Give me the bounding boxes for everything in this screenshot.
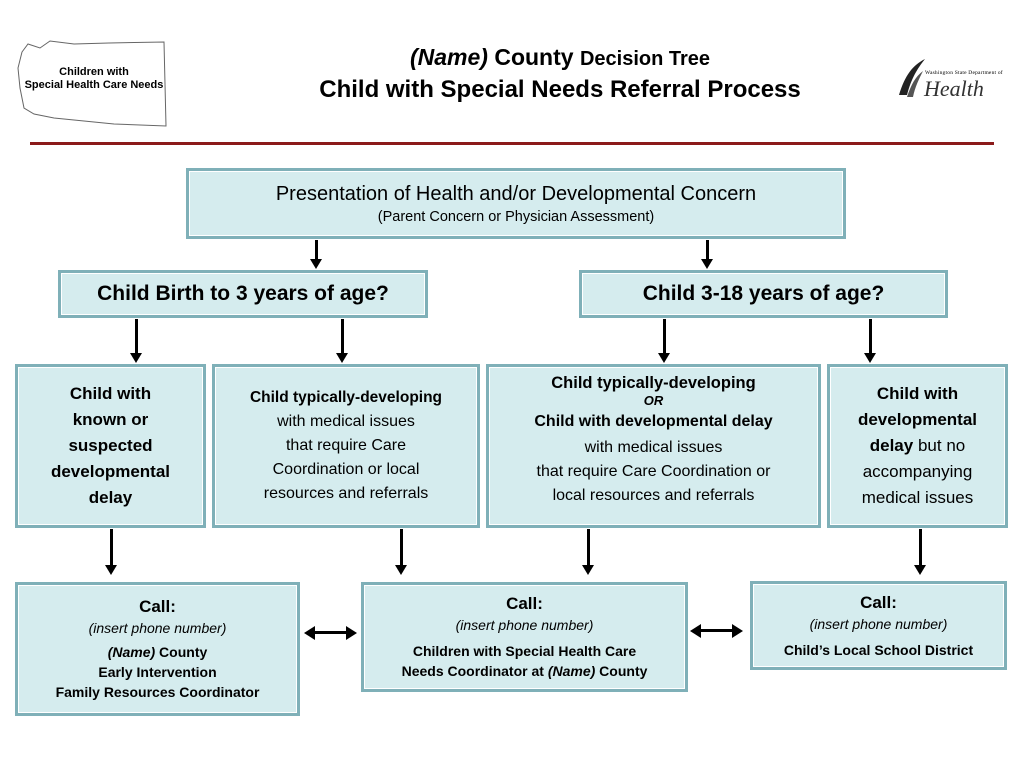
cat4-line4: accompanying: [862, 462, 973, 481]
call-middle-line1: Children with Special Health Care: [412, 643, 637, 659]
cat4-line1: Child with: [876, 384, 959, 403]
arrow-top-to-right: [701, 240, 713, 269]
cat3-line3: Child with developmental delay: [534, 413, 773, 430]
age-birth-to-3-box: Child Birth to 3 years of age?: [58, 270, 428, 318]
cat1-line5: delay: [88, 488, 133, 507]
cat2-line3: that require Care: [285, 437, 407, 454]
age-3-to-18-label: Child 3-18 years of age?: [642, 282, 885, 305]
cat2-line2: with medical issues: [277, 413, 415, 430]
health-logo-word: Health: [924, 76, 984, 101]
call-left-county: (Name) County: [107, 644, 208, 660]
cat3-line4: with medical issues: [584, 439, 723, 456]
health-logo-small-text: Washington State Department of: [925, 70, 1003, 76]
cat3-line5: that require Care Coordination or: [536, 463, 771, 480]
cat3-line1: Child typically-developing: [551, 374, 756, 392]
health-swoosh-icon: [899, 59, 925, 97]
page-title: (Name) County Decision Tree Child with S…: [230, 42, 890, 106]
arrow-top-to-left: [310, 240, 322, 269]
call-left-title: Call:: [139, 597, 176, 616]
category-typical-medical-box: Child typically-developing with medical …: [212, 364, 480, 528]
arrow-age-right-b: [864, 319, 876, 363]
arrow-age-left-b: [336, 319, 348, 363]
header-divider: [30, 142, 994, 145]
cat4-line5: medical issues: [861, 488, 974, 507]
arrow-cat3-to-call-middle: [582, 529, 594, 575]
title-line-2: Child with Special Needs Referral Proces…: [319, 76, 801, 103]
age-birth-to-3-label: Child Birth to 3 years of age?: [97, 282, 389, 305]
cat3-line6: local resources and referrals: [552, 487, 755, 504]
call-right-line1: Child’s Local School District: [783, 641, 974, 658]
title-line-1: (Name) County Decision Tree: [409, 44, 711, 70]
age-3-to-18-box: Child 3-18 years of age?: [579, 270, 948, 318]
call-middle-phone: (insert phone number): [455, 617, 594, 633]
call-right-phone: (insert phone number): [809, 615, 948, 632]
logo-text: Children with Special Health Care Needs: [24, 66, 164, 91]
call-right-title: Call:: [860, 592, 897, 612]
presentation-concern-box: Presentation of Health and/or Developmen…: [186, 168, 846, 239]
arrow-cat4-to-call-right: [914, 529, 926, 575]
department-of-health-logo: [895, 55, 985, 103]
arrow-cat1-to-call-left: [105, 529, 117, 575]
call-school-district-box: Call: (insert phone number) Child’s Loca…: [750, 581, 1007, 670]
category-delay-no-medical-box: Child with developmental delay but no ac…: [827, 364, 1008, 528]
call-left-line2: Early Intervention: [98, 664, 217, 680]
call-left-line3: Family Resources Coordinator: [55, 684, 260, 700]
call-middle-line2: Needs Coordinator at (Name) County: [401, 663, 648, 679]
category-known-delay-box: Child with known or suspected developmen…: [15, 364, 206, 528]
cat4-line2: developmental: [857, 410, 978, 429]
cat1-line4: developmental: [50, 462, 171, 481]
cat2-line4: Coordination or local: [272, 461, 420, 478]
arrow-age-right-a: [658, 319, 670, 363]
category-typical-or-delay-box: Child typically-developing OR Child with…: [486, 364, 821, 528]
bidirectional-arrow-left: [304, 625, 357, 640]
washington-state-map-logo: [17, 40, 167, 127]
cat3-line2: OR: [643, 393, 664, 408]
cat2-line1: Child typically-developing: [249, 389, 443, 406]
cat4-line3: delay but no: [869, 436, 966, 455]
call-early-intervention-box: Call: (insert phone number) (Name) Count…: [15, 582, 300, 716]
cat1-line3: suspected: [68, 436, 153, 455]
arrow-age-left-a: [130, 319, 142, 363]
cat1-line1: Child with: [69, 384, 152, 403]
concern-line-1: Presentation of Health and/or Developmen…: [275, 182, 757, 205]
bidirectional-arrow-right: [690, 623, 743, 638]
cat1-line2: known or: [72, 410, 149, 429]
arrow-cat2-to-call-middle: [395, 529, 407, 575]
call-middle-title: Call:: [506, 594, 543, 613]
call-left-phone: (insert phone number): [88, 620, 227, 636]
call-cshcn-coordinator-box: Call: (insert phone number) Children wit…: [361, 582, 688, 692]
concern-line-2: (Parent Concern or Physician Assessment): [377, 208, 655, 225]
cat2-line5: resources and referrals: [263, 485, 429, 502]
